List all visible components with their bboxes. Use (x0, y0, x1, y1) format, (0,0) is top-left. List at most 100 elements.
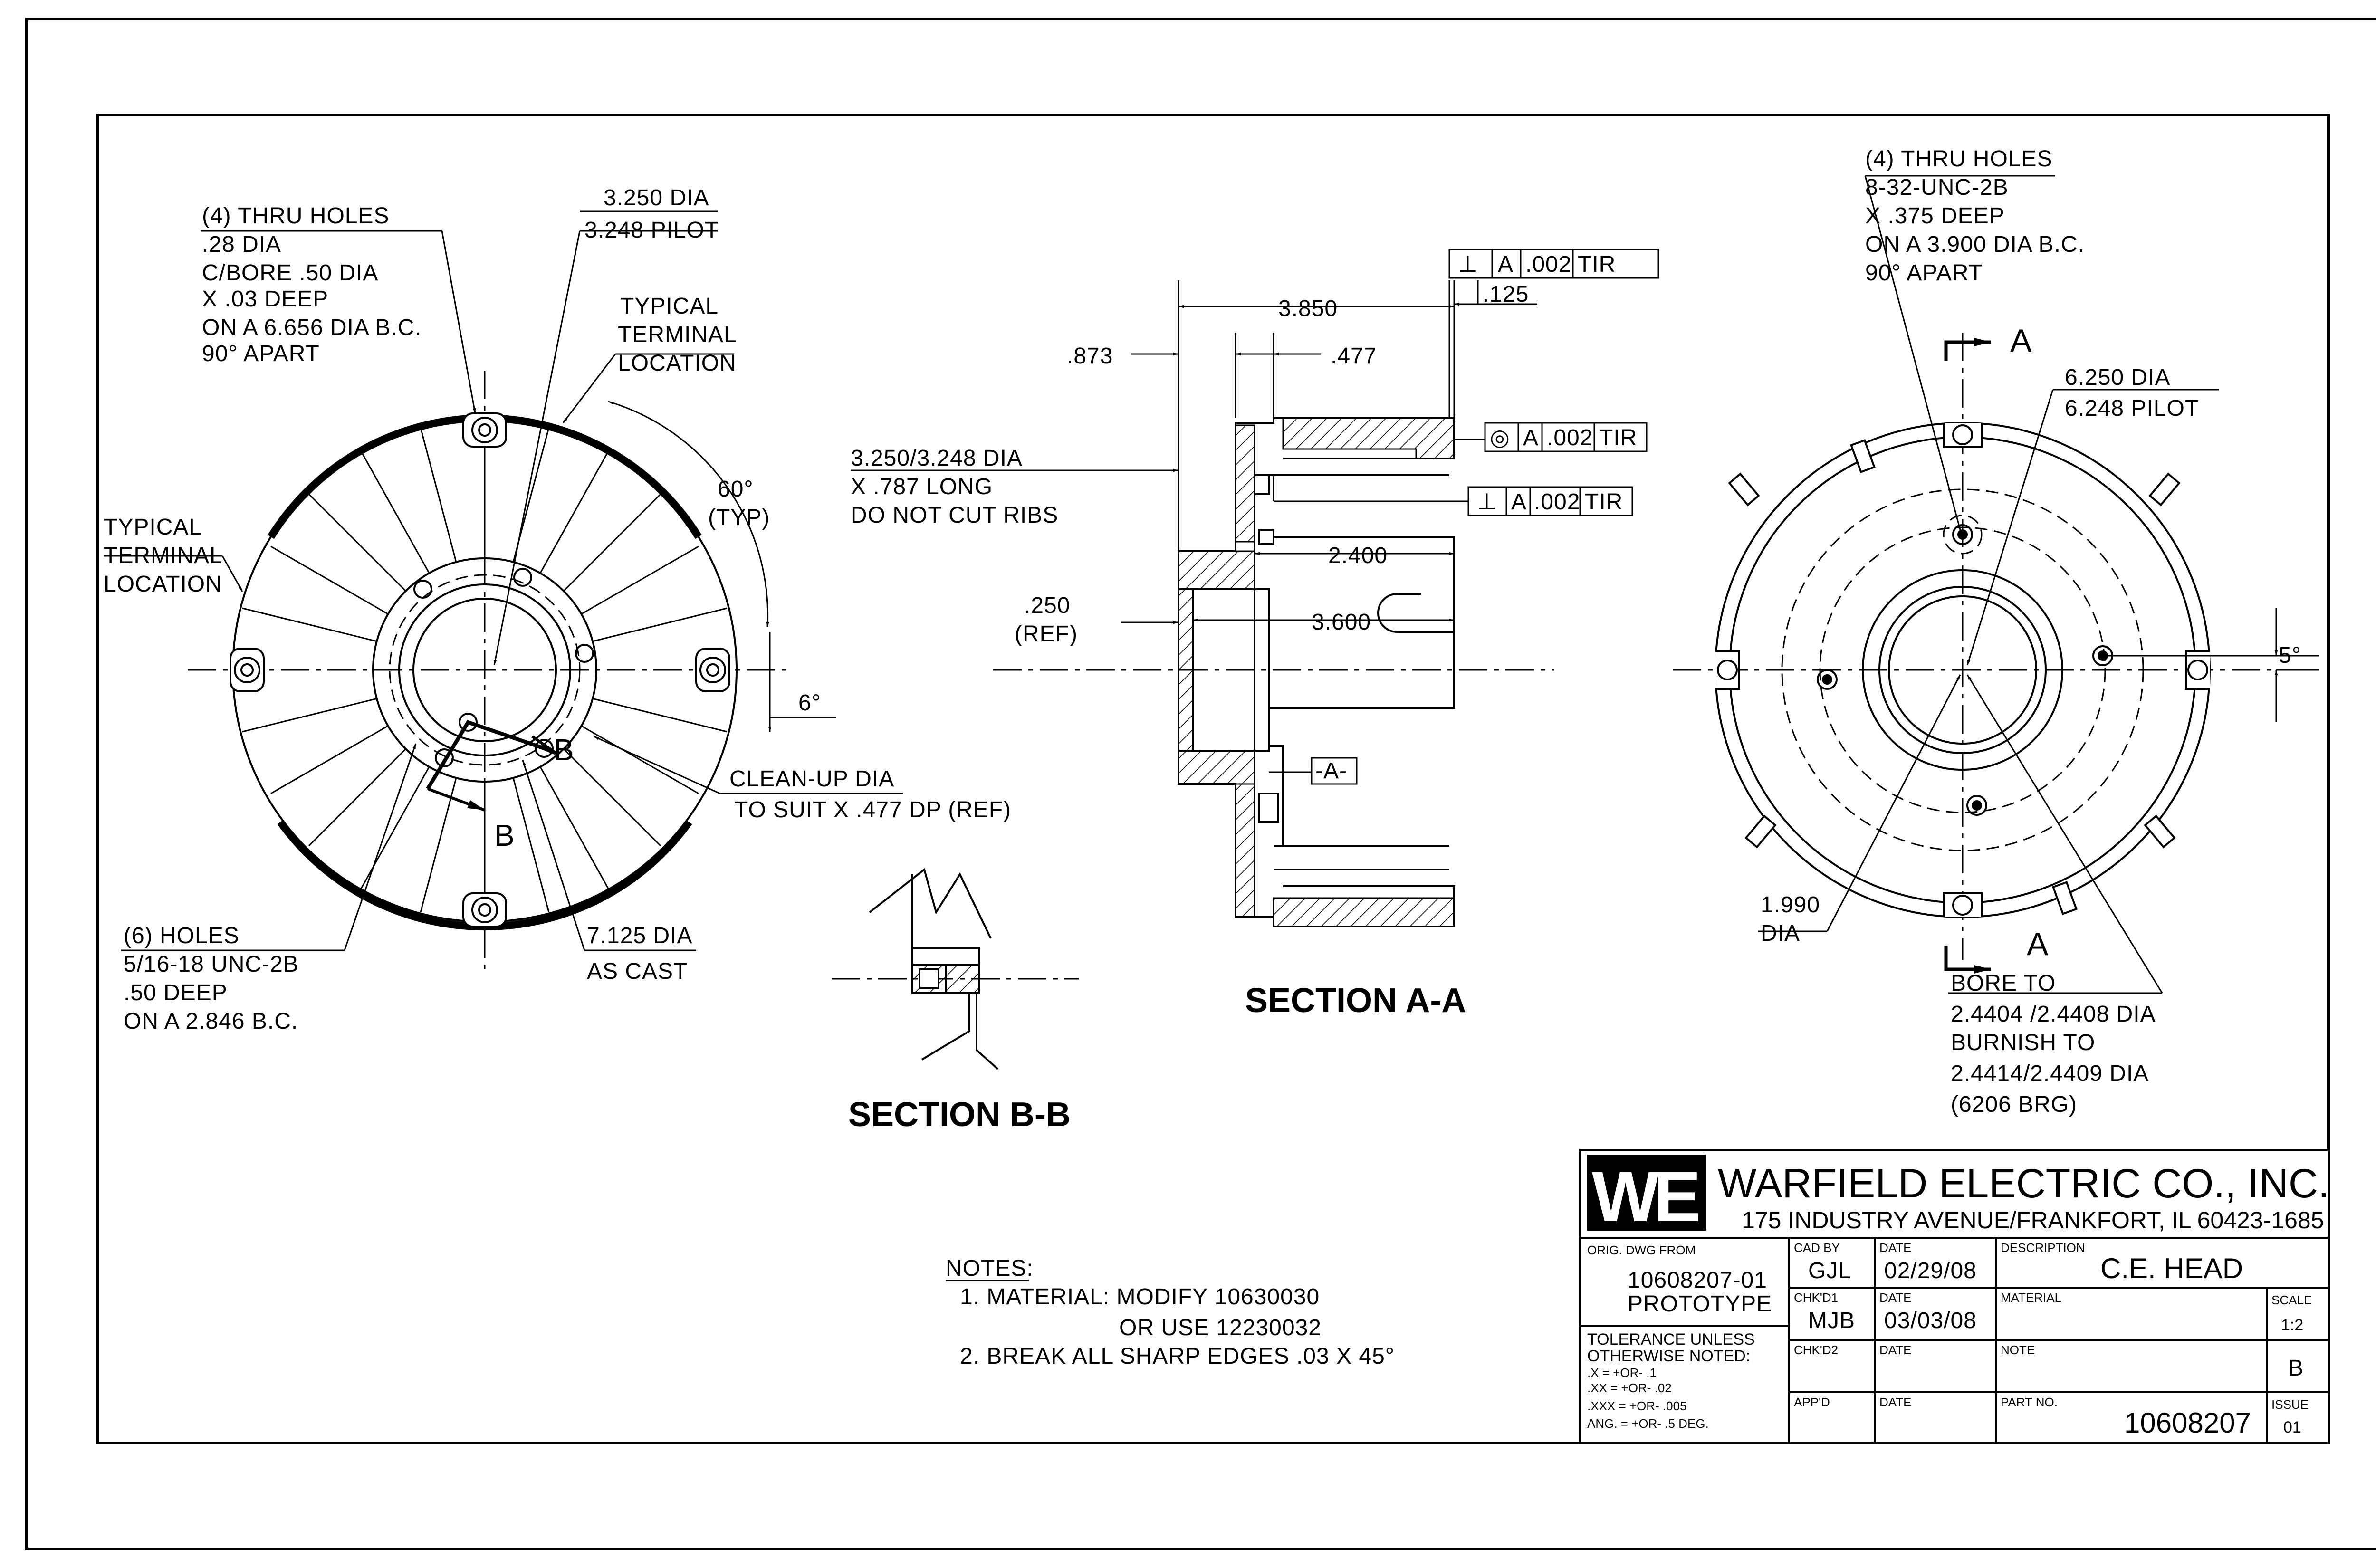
b-mark-1: B (494, 818, 515, 852)
fcf-mid-tol: .002 (1534, 489, 1580, 515)
terminal-top-1: TYPICAL (620, 294, 719, 319)
terminal-left-3: LOCATION (104, 572, 222, 597)
rear-thru-5: 90° APART (1865, 260, 1983, 286)
orig-dwg-value-1: 10608207-01 (1628, 1268, 1767, 1293)
holes6-4: ON A 2.846 B.C. (124, 1009, 298, 1034)
bore-4: 2.4414/2.4409 DIA (1951, 1061, 2149, 1086)
rear-pilot-1: 6.250 DIA (2065, 365, 2170, 390)
notes-heading: NOTES: (946, 1256, 1034, 1281)
tol-3: .X = +OR- .1 (1587, 1366, 1657, 1380)
pilot-note-3: DO NOT CUT RIBS (851, 503, 1058, 528)
material-label: MATERIAL (2001, 1291, 2061, 1305)
angle-60: 60° (718, 477, 754, 502)
dim-3600: 3.600 (1312, 610, 1371, 635)
appd-label: APP'D (1794, 1395, 1830, 1409)
fcf-conc-tir: TIR (1599, 425, 1637, 450)
datum-a: -A- (1315, 758, 1347, 784)
pilot-note-2: X .787 LONG (851, 474, 993, 499)
rear-pilot-2: 6.248 PILOT (2065, 396, 2199, 421)
chkd2-label: CHK'D2 (1794, 1343, 1838, 1357)
section-b-b: SECTION B-B (832, 868, 1079, 1134)
fcf-conc-datum: A (1523, 425, 1539, 450)
note-2: 2. BREAK ALL SHARP EDGES .03 X 45° (960, 1344, 1395, 1369)
dim-250: .250 (1024, 593, 1070, 618)
part-no-label: PART NO. (2001, 1395, 2058, 1409)
date1: 02/29/08 (1884, 1258, 1977, 1283)
company-name: WARFIELD ELECTRIC CO., INC. (1718, 1161, 2329, 1206)
inner-border (96, 114, 2330, 1444)
angle-typ: (TYP) (708, 505, 770, 530)
scale: 1:2 (2281, 1316, 2303, 1334)
thru-holes-line-2: .28 DIA (202, 232, 281, 257)
note-label: NOTE (2001, 1343, 2035, 1357)
cast-dia-2: AS CAST (587, 959, 688, 984)
fcf-top-tir: TIR (1578, 252, 1616, 277)
rear-thru-1: (4) THRU HOLES (1865, 146, 2053, 172)
chkd1: MJB (1808, 1308, 1855, 1333)
orig-dwg-label: ORIG. DWG FROM (1587, 1243, 1696, 1257)
chkd1-label: CHK'D1 (1794, 1291, 1838, 1305)
note-1: 1. MATERIAL: MODIFY 10630030 (960, 1284, 1320, 1310)
issue-label: ISSUE (2271, 1397, 2309, 1412)
note-1b: OR USE 12230032 (1119, 1315, 1322, 1340)
fcf-conc-symbol: ◎ (1490, 425, 1510, 450)
dim-873: .873 (1067, 344, 1113, 369)
rear-view: A A (4) THRU HOLES 8-32-UNC-2B X .375 DE… (1673, 146, 2319, 1117)
tol-6: ANG. = +OR- .5 DEG. (1587, 1416, 1709, 1431)
fcf-top-tol: .002 (1525, 252, 1571, 277)
notes: NOTES: 1. MATERIAL: MODIFY 10630030 OR U… (946, 1256, 1395, 1369)
outer-border (25, 18, 2376, 1550)
bore-5: (6206 BRG) (1951, 1092, 2077, 1117)
pilot-dia-1: 3.250 DIA (604, 185, 709, 210)
rear-thru-4: ON A 3.900 DIA B.C. (1865, 232, 2085, 257)
date1-label: DATE (1879, 1241, 1911, 1255)
pilot-dia-2: 3.248 PILOT (584, 218, 719, 243)
bore-1: BORE TO (1951, 971, 2056, 996)
date4-label: DATE (1879, 1395, 1911, 1409)
thru-holes-line-5: ON A 6.656 DIA B.C. (202, 315, 422, 340)
a-mark-top: A (2010, 323, 2032, 359)
part-no: 10608207 (2124, 1407, 2251, 1439)
thru-holes-line-3: C/BORE .50 DIA (202, 260, 378, 286)
rear-thru-3: X .375 DEEP (1865, 203, 2005, 229)
holes6-1: (6) HOLES (124, 923, 240, 948)
issue: 01 (2283, 1418, 2301, 1436)
dim-3850: 3.850 (1278, 296, 1338, 321)
dim-2400: 2.400 (1328, 543, 1388, 568)
fcf-mid-datum: A (1511, 489, 1527, 515)
title-block: WE WARFIELD ELECTRIC CO., INC. 175 INDUS… (1579, 1149, 2329, 1444)
thru-holes-line-4: X .03 DEEP (202, 287, 328, 312)
section-b-b-title: SECTION B-B (848, 1096, 1071, 1134)
clean-up-1: CLEAN-UP DIA (729, 766, 894, 792)
front-view: (4) THRU HOLES .28 DIA C/BORE .50 DIA X … (104, 185, 1011, 1034)
thru-holes-line-6: 90° APART (202, 341, 320, 366)
tol-1: TOLERANCE UNLESS (1587, 1330, 1755, 1348)
terminal-top-2: TERMINAL (618, 322, 737, 347)
a-mark-bottom: A (2027, 926, 2049, 962)
cad-by-label: CAD BY (1794, 1241, 1840, 1255)
date3-label: DATE (1879, 1343, 1911, 1357)
date2: 03/03/08 (1884, 1308, 1977, 1333)
bore-3: BURNISH TO (1951, 1030, 2095, 1055)
orig-dwg-value-2: PROTOTYPE (1628, 1291, 1772, 1317)
terminal-left-2: TERMINAL (104, 543, 223, 568)
section-a-a-title: SECTION A-A (1245, 982, 1466, 1020)
dia-1990: 1.990 (1761, 892, 1820, 918)
description-label: DESCRIPTION (2001, 1241, 2085, 1255)
terminal-top-3: LOCATION (618, 351, 737, 376)
dim-125: .125 (1483, 282, 1529, 307)
company-address: 175 INDUSTRY AVENUE/FRANKFORT, IL 60423-… (1742, 1207, 2324, 1233)
holes6-2: 5/16-18 UNC-2B (124, 952, 299, 977)
dim-477: .477 (1331, 344, 1377, 369)
pilot-note-1: 3.250/3.248 DIA (851, 446, 1023, 471)
angle-6: 6° (798, 690, 821, 716)
rear-thru-2: 8-32-UNC-2B (1865, 175, 2009, 200)
terminal-left-1: TYPICAL (104, 515, 202, 540)
holes6-3: .50 DEEP (124, 980, 228, 1005)
tol-2: OTHERWISE NOTED: (1587, 1347, 1750, 1365)
dim-250-ref: (REF) (1015, 621, 1078, 647)
cast-dia-1: 7.125 DIA (587, 923, 692, 948)
tol-4: .XX = +OR- .02 (1587, 1381, 1672, 1395)
logo-mark: WE (1592, 1157, 1699, 1236)
